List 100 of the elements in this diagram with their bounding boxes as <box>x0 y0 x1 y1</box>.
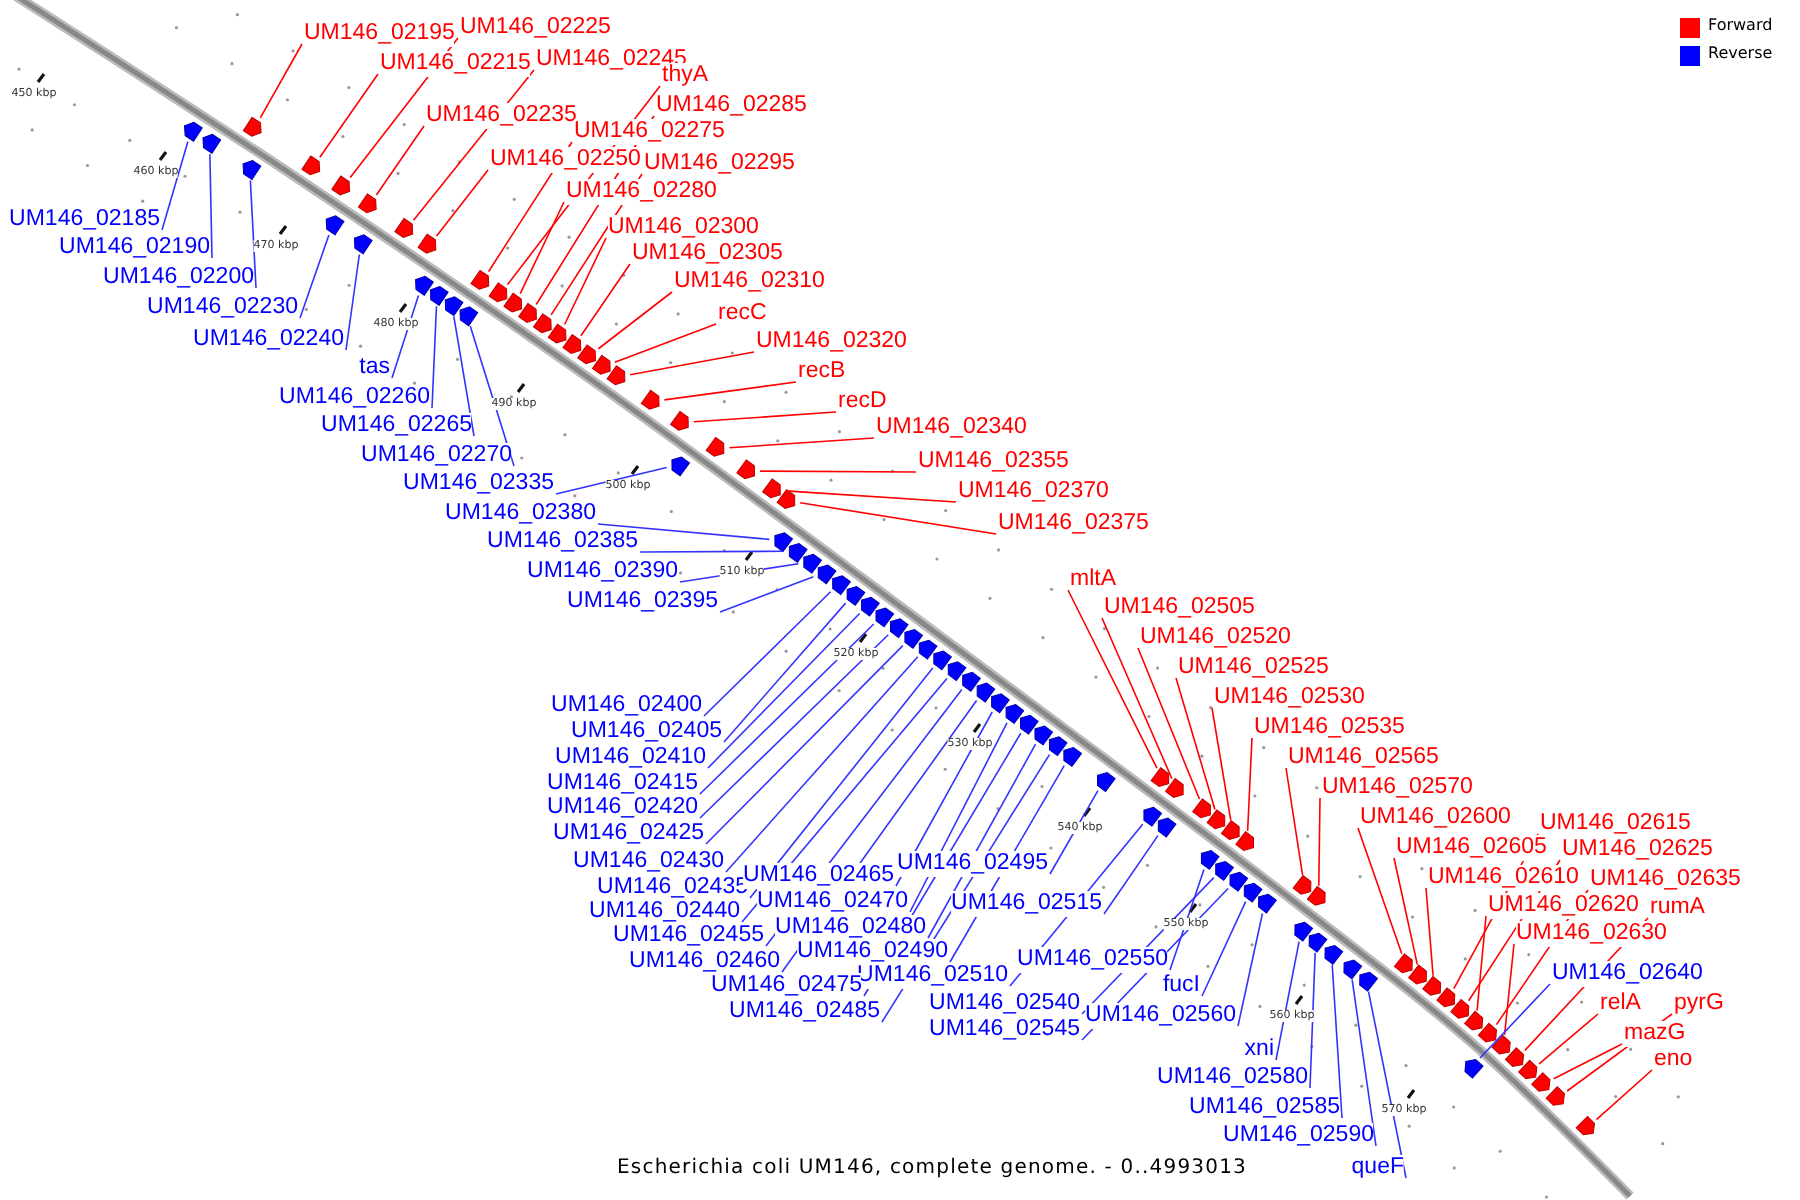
gene-label: UM146_02305 <box>632 241 783 267</box>
leader-line <box>1103 834 1159 915</box>
leader-line <box>699 623 875 795</box>
gene-label: UM146_02605 <box>1396 835 1547 861</box>
gene-label: UM146_02600 <box>1360 805 1511 831</box>
gene-feature <box>875 607 895 628</box>
gene-feature <box>1394 953 1413 974</box>
gene-feature <box>1243 882 1263 903</box>
gene-feature <box>202 133 222 154</box>
leader-line <box>1246 737 1253 832</box>
leader-line <box>719 576 815 613</box>
gene-feature <box>1157 817 1177 838</box>
leader-line <box>705 644 904 845</box>
gene-feature <box>933 650 952 671</box>
gene-feature <box>1477 1022 1497 1043</box>
leader-line <box>597 291 673 350</box>
gene-label: UM146_02390 <box>527 559 678 585</box>
gene-label: UM146_02425 <box>553 821 704 847</box>
gene-feature <box>1200 850 1220 870</box>
gene-feature <box>1359 971 1378 992</box>
gene-feature <box>1165 778 1184 798</box>
gene-label: UM146_02540 <box>929 991 1080 1017</box>
gene-label: UM146_02320 <box>756 329 907 355</box>
leader-line <box>580 263 631 337</box>
leader-line <box>391 294 420 379</box>
gene-feature <box>1531 1072 1551 1092</box>
gene-label: UM146_02215 <box>380 51 531 77</box>
gene-label: UM146_02470 <box>757 889 908 915</box>
gene-label: UM146_02495 <box>897 851 1048 877</box>
leader-line <box>703 591 832 717</box>
gene-feature <box>947 661 967 681</box>
gene-feature <box>670 410 689 431</box>
gene-feature <box>962 671 981 692</box>
gene-label: UM146_02635 <box>1590 867 1741 893</box>
gene-feature <box>577 344 596 365</box>
gene-feature <box>640 389 660 410</box>
gene-feature <box>1450 999 1470 1019</box>
gene-label: UM146_02185 <box>9 207 160 233</box>
gene-feature <box>562 334 582 354</box>
leader-line <box>1351 978 1377 1147</box>
leader-line <box>1479 983 1551 1059</box>
gene-feature <box>1097 772 1116 792</box>
leader-line <box>1237 912 1264 1027</box>
gene-label: UM146_02565 <box>1288 745 1439 771</box>
leader-line <box>614 323 717 364</box>
leader-line <box>1393 857 1419 966</box>
gene-label: UM146_02585 <box>1189 1095 1340 1121</box>
leader-line <box>1367 990 1407 1179</box>
gene-label: UM146_02250 <box>490 147 641 173</box>
gene-feature <box>1005 704 1025 724</box>
leader-line <box>707 612 861 769</box>
gene-label: UM146_02580 <box>1157 1065 1308 1091</box>
gene-feature <box>991 693 1010 714</box>
gene-label: UM146_02545 <box>929 1017 1080 1043</box>
leader-line <box>1318 797 1321 887</box>
leader-line <box>519 201 565 295</box>
gene-label: mazG <box>1624 1021 1686 1047</box>
leader-line <box>1169 868 1205 971</box>
gene-label: UM146_02355 <box>918 449 1069 475</box>
gene-feature <box>503 292 523 313</box>
gene-feature <box>1436 987 1456 1008</box>
gene-feature <box>1221 820 1240 840</box>
gene-label: UM146_02310 <box>674 269 825 295</box>
leader-line <box>209 153 213 259</box>
gene-feature <box>518 303 537 323</box>
leader-line <box>431 305 438 409</box>
gene-label: UM146_02265 <box>321 413 472 439</box>
gene-label: UM146_02440 <box>589 899 740 925</box>
gene-feature <box>1020 714 1039 735</box>
gene-feature <box>1306 885 1326 906</box>
gene-feature <box>1422 975 1442 996</box>
gene-label: UM146_02340 <box>876 415 1027 441</box>
leader-line <box>319 73 379 158</box>
gene-feature <box>357 193 377 214</box>
gene-label: pyrG <box>1674 991 1724 1017</box>
gene-feature <box>325 215 345 236</box>
gene-feature <box>788 543 808 563</box>
gene-feature <box>1215 860 1234 881</box>
gene-feature <box>1192 798 1211 819</box>
leader-line <box>1595 1069 1653 1121</box>
leader-line <box>785 490 957 503</box>
gene-label: UM146_02465 <box>743 863 894 889</box>
gene-label: UM146_02295 <box>644 151 795 177</box>
gene-label: UM146_02410 <box>555 745 706 771</box>
leader-line <box>1552 1043 1623 1080</box>
gene-feature <box>444 296 464 317</box>
gene-label: UM146_02560 <box>1085 1003 1236 1029</box>
gene-feature <box>1063 747 1082 767</box>
leader-line <box>375 125 425 196</box>
gene-label: UM146_02490 <box>797 939 948 965</box>
leader-line <box>1137 647 1201 800</box>
gene-feature <box>242 116 262 137</box>
leader-line <box>699 633 890 819</box>
leader-line <box>1309 952 1316 1089</box>
gene-feature <box>803 553 822 574</box>
leader-line <box>453 315 475 437</box>
gene-feature <box>591 354 611 375</box>
gene-feature <box>470 269 490 290</box>
gene-label: UM146_02640 <box>1552 961 1703 987</box>
gene-label: UM146_02475 <box>711 973 862 999</box>
